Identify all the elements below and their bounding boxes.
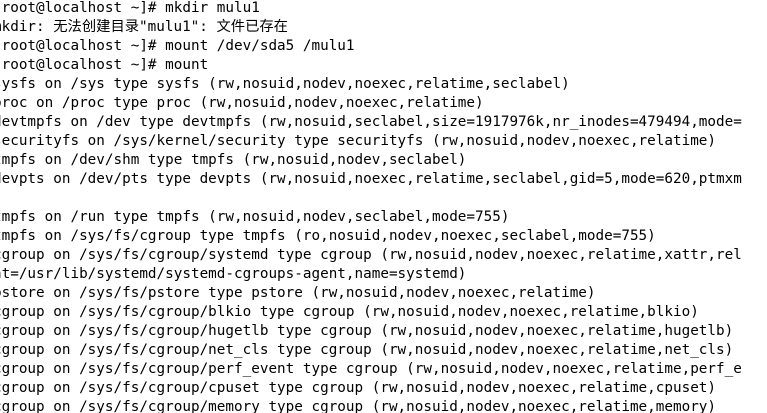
terminal-line: cgroup on /sys/fs/cgroup/memory type cgr… <box>0 399 717 413</box>
terminal-line: cgroup on /sys/fs/cgroup/perf_event type… <box>0 361 742 377</box>
terminal-line: cgroup on /sys/fs/cgroup/systemd type cg… <box>0 247 742 263</box>
terminal-line: [root@localhost ~]# mount /dev/sda5 /mul… <box>0 38 355 54</box>
terminal-line: [root@localhost ~]# mount <box>0 57 209 73</box>
terminal-line: cgroup on /sys/fs/cgroup/blkio type cgro… <box>0 304 699 320</box>
terminal-line: tmpfs on /run type tmpfs (rw,nosuid,node… <box>0 209 510 225</box>
terminal-line: cgroup on /sys/fs/cgroup/hugetlb type cg… <box>0 323 734 339</box>
terminal-line <box>0 189 742 208</box>
terminal-line: devpts on /dev/pts type devpts (rw,nosui… <box>0 171 742 187</box>
terminal-output: [root@localhost ~]# mkdir mulu1 mkdir: 无… <box>0 0 742 413</box>
terminal-line: proc on /proc type proc (rw,nosuid,nodev… <box>0 95 484 111</box>
terminal-line: securityfs on /sys/kernel/security type … <box>0 133 717 149</box>
terminal-line: sysfs on /sys type sysfs (rw,nosuid,node… <box>0 76 570 92</box>
terminal-line: devtmpfs on /dev type devtmpfs (rw,nosui… <box>0 114 742 130</box>
terminal-line: pstore on /sys/fs/pstore type pstore (rw… <box>0 285 596 301</box>
terminal-line: tmpfs on /sys/fs/cgroup type tmpfs (ro,n… <box>0 228 656 244</box>
terminal-line: nt=/usr/lib/systemd/systemd-cgroups-agen… <box>0 266 467 282</box>
terminal-line: [root@localhost ~]# mkdir mulu1 <box>0 0 260 16</box>
terminal-line: mkdir: 无法创建目录"mulu1": 文件已存在 <box>0 19 288 35</box>
terminal-line: cgroup on /sys/fs/cgroup/net_cls type cg… <box>0 342 734 358</box>
terminal-line: tmpfs on /dev/shm type tmpfs (rw,nosuid,… <box>0 152 467 168</box>
terminal-line: cgroup on /sys/fs/cgroup/cpuset type cgr… <box>0 380 717 396</box>
